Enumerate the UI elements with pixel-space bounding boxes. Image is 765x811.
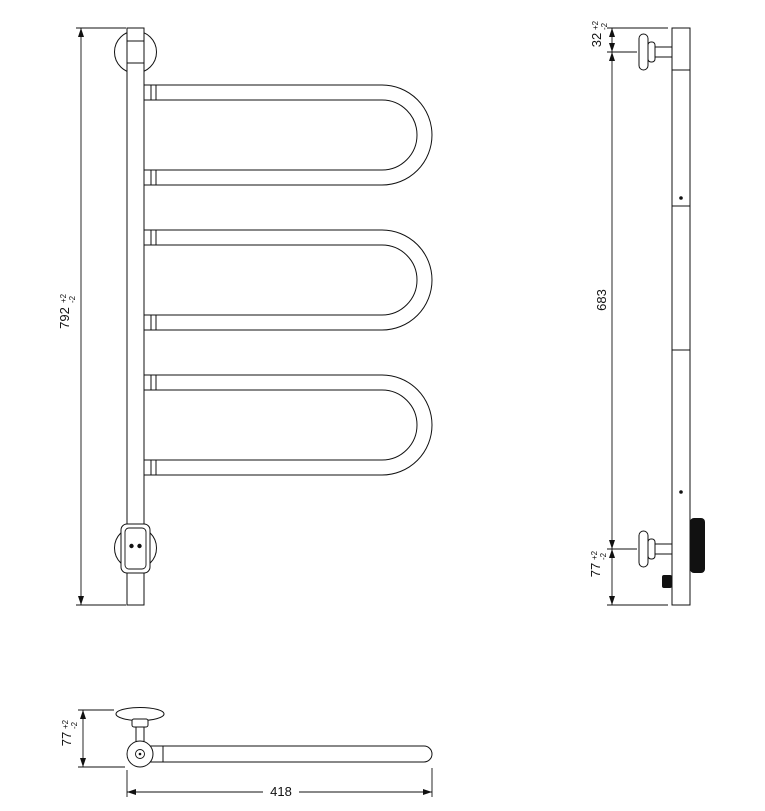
arrowhead — [609, 540, 615, 549]
bracket-stem — [135, 727, 145, 742]
bracket-collar — [131, 718, 149, 728]
dim-plan-offset: 77 +2 -2 — [59, 709, 125, 768]
side-view: 32 +2 -2 683 77 +2 -2 — [588, 20, 705, 606]
screw-hole — [679, 490, 683, 494]
arrowhead — [609, 43, 615, 52]
dim-tol-minus: -2 — [70, 721, 79, 729]
dim-value: 77 — [588, 563, 603, 577]
arrowhead — [80, 710, 86, 719]
dimension-lines — [607, 27, 668, 606]
arrowhead — [127, 789, 136, 795]
indicator-dot — [137, 543, 142, 549]
cable-gland — [662, 575, 672, 588]
top-bracket-side — [638, 33, 672, 71]
control-box — [120, 523, 151, 574]
towel-loop-1 — [144, 84, 433, 186]
front-view: 792 +2 -2 — [57, 27, 433, 606]
dim-value: 32 — [589, 33, 604, 47]
dim-side-bottom-label: 77 +2 -2 — [588, 550, 608, 577]
bracket-flange — [638, 33, 649, 71]
loop-2-tubes — [144, 229, 433, 331]
bracket-stem — [655, 543, 672, 555]
dim-value: 418 — [270, 784, 292, 799]
heating-element — [690, 518, 705, 573]
dim-tol-plus: +2 — [590, 550, 599, 560]
dim-front-height: 792 +2 -2 — [57, 27, 126, 606]
dimension-lines — [76, 27, 126, 606]
bracket-stem — [655, 46, 672, 58]
dimension-lines — [126, 768, 433, 797]
dim-plan-length: 418 — [126, 768, 433, 799]
arrowhead — [609, 28, 615, 37]
side-post — [671, 27, 691, 606]
post-section-inner — [135, 749, 145, 759]
dim-tol-plus: +2 — [591, 20, 600, 30]
arrowhead — [78, 596, 84, 605]
post-collar-lines — [127, 40, 144, 64]
bracket-collar — [647, 41, 656, 63]
bottom-bracket-side — [638, 530, 672, 568]
towel-loop-3 — [144, 374, 433, 476]
arrowhead — [80, 758, 86, 767]
loop-1-tubes — [144, 84, 433, 186]
dim-value: 792 — [57, 307, 72, 329]
bracket-flange — [638, 530, 649, 568]
towel-loop-2 — [144, 229, 433, 331]
control-box-inner — [124, 527, 147, 570]
dim-side-span-label: 683 — [594, 289, 609, 311]
control-box-outer — [120, 523, 151, 574]
dim-front-height-label: 792 +2 -2 — [57, 293, 77, 329]
loop-3-tubes — [144, 374, 433, 476]
dim-tol-plus: +2 — [61, 719, 70, 729]
arrowhead — [423, 789, 432, 795]
side-post-joints — [672, 69, 690, 351]
dim-tol-plus: +2 — [59, 293, 68, 303]
wall-bracket-plan — [115, 707, 165, 742]
dim-side-chain: 32 +2 -2 683 77 +2 -2 — [588, 20, 668, 606]
dim-value: 683 — [594, 289, 609, 311]
arrowhead — [609, 549, 615, 558]
dim-tol-minus: -2 — [599, 552, 608, 560]
screw-hole — [679, 196, 683, 200]
arrowhead — [609, 52, 615, 61]
swivel-arm — [149, 745, 433, 763]
dim-plan-offset-label: 77 +2 -2 — [59, 719, 79, 746]
bracket-collar — [647, 538, 656, 560]
dim-value: 77 — [59, 732, 74, 746]
dim-side-top-label: 32 +2 -2 — [589, 20, 609, 47]
plan-view: 77 +2 -2 418 — [59, 707, 433, 799]
dimension-lines — [78, 709, 125, 768]
indicator-dot — [129, 543, 134, 549]
arrowhead — [78, 28, 84, 37]
arm-outline — [149, 745, 433, 763]
dim-tol-minus: -2 — [68, 295, 77, 303]
dim-tol-minus: -2 — [600, 22, 609, 30]
vertical-post — [126, 27, 145, 606]
arrowhead — [609, 596, 615, 605]
post-section-center — [138, 752, 142, 756]
